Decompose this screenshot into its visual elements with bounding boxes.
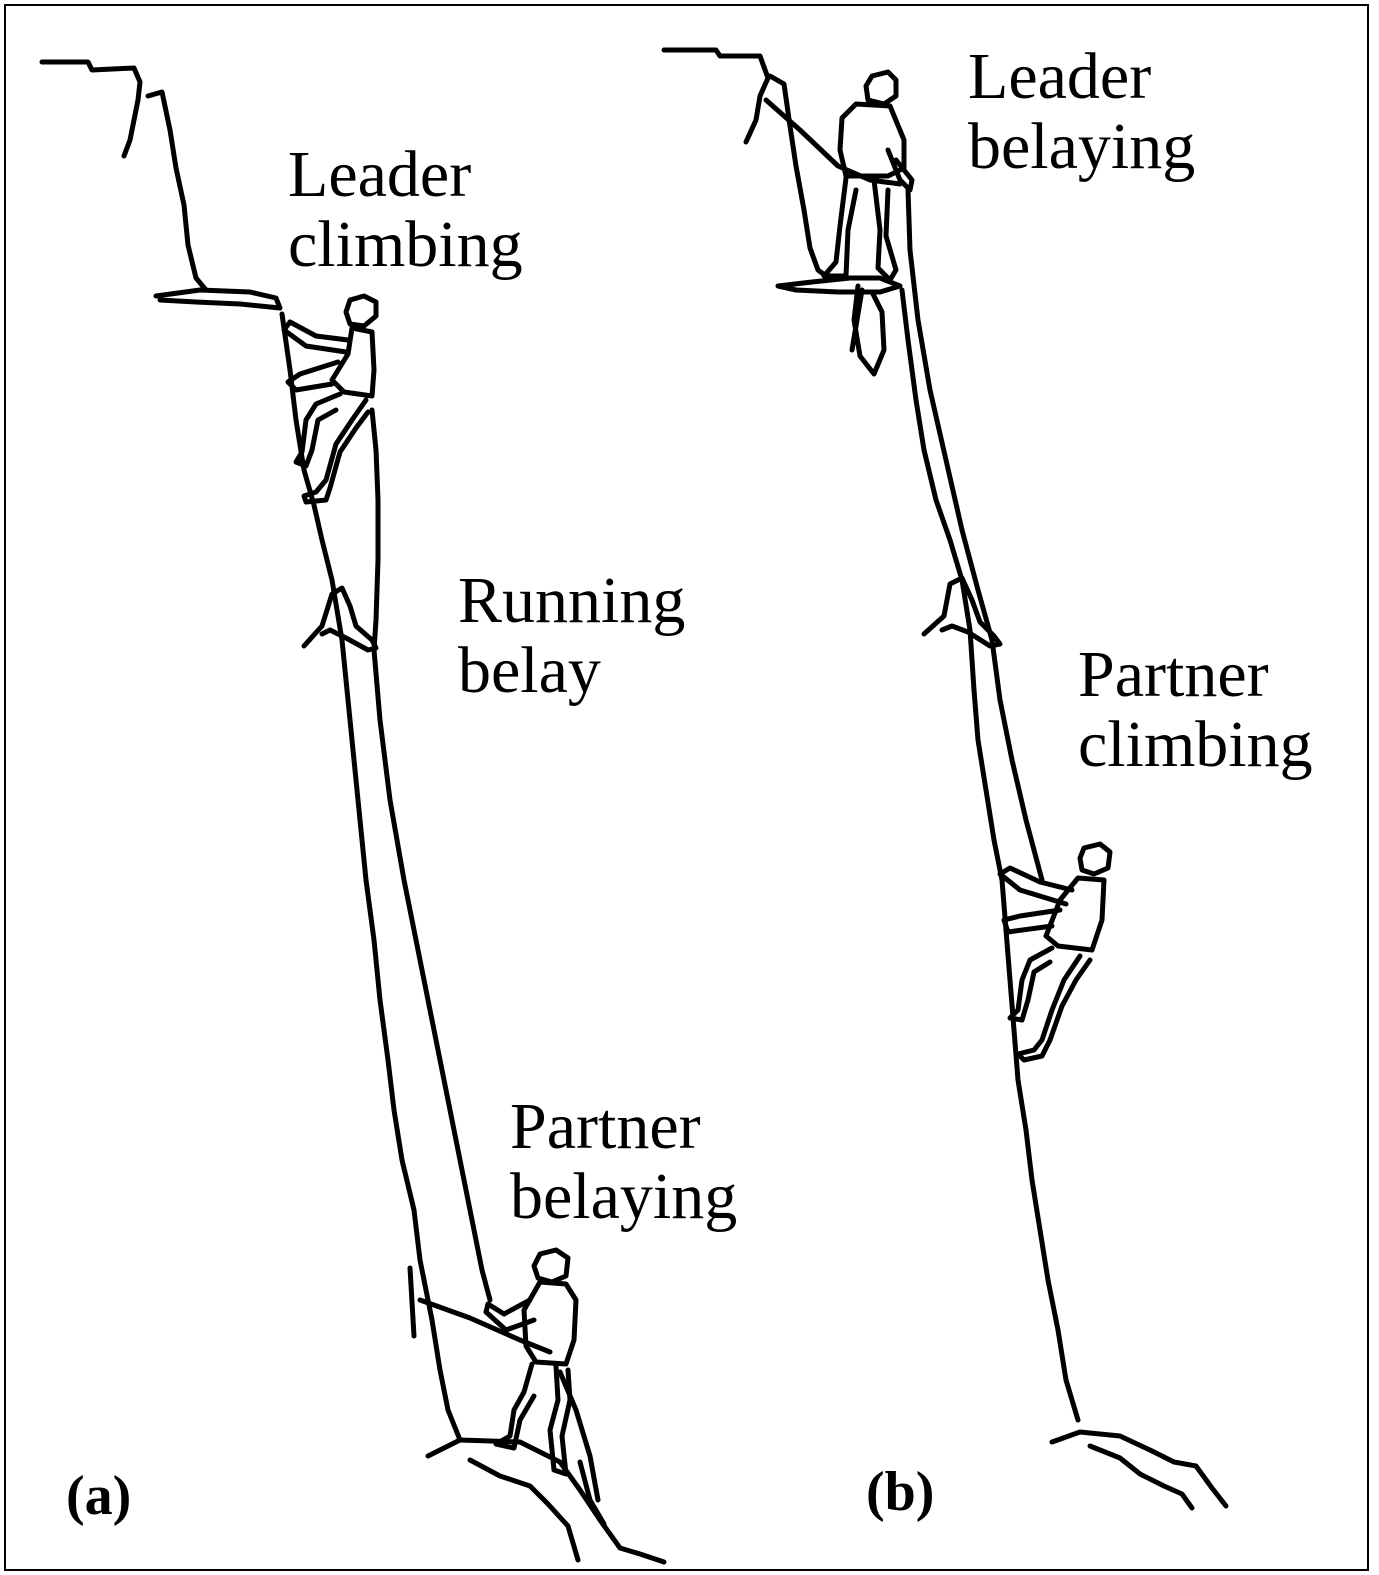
leader-a-arm	[284, 322, 348, 352]
panel-b-cliff-top	[664, 50, 768, 142]
label-running-belay: Running belay	[458, 566, 685, 706]
label-leader-belaying: Leader belaying	[968, 42, 1195, 182]
leader-climbing-figure	[284, 296, 376, 502]
leader-a-arm-2	[288, 362, 338, 390]
label-partner-climbing-line2: climbing	[1078, 710, 1313, 780]
panel-a-rope-lower	[374, 650, 490, 1300]
partner-b-head	[1080, 844, 1110, 874]
panel-a-rope-upper	[372, 410, 378, 650]
panel-b-ground-2	[1090, 1446, 1192, 1508]
partner-a-leg-1	[496, 1364, 534, 1448]
partner-belaying-figure	[410, 1250, 598, 1500]
partner-b-leg-1	[1010, 948, 1052, 1020]
partner-a-anchor-peg	[410, 1268, 414, 1336]
panel-a-drawing	[42, 62, 664, 1562]
panel-a-cliff-top	[42, 62, 140, 156]
label-leader-belaying-line1: Leader	[968, 42, 1195, 112]
label-partner-belaying-line1: Partner	[510, 1092, 737, 1162]
label-partner-climbing: Partner climbing	[1078, 640, 1313, 780]
panel-b-cliff-face-upper	[770, 76, 826, 276]
partner-a-rope-tail	[560, 1372, 598, 1500]
panel-a-ledge	[156, 290, 280, 308]
label-leader-belaying-line2: belaying	[968, 112, 1195, 182]
leader-a-head	[346, 296, 376, 326]
panel-a-tag: (a)	[66, 1464, 131, 1528]
panel-b-cliff-face-lower	[902, 290, 1078, 1420]
panel-b-ground	[1052, 1432, 1226, 1506]
label-leader-climbing: Leader climbing	[288, 140, 523, 280]
leader-b-leg-2	[874, 180, 896, 280]
panel-b-rope-lower	[992, 640, 1042, 880]
label-leader-climbing-line1: Leader	[288, 140, 523, 210]
partner-b-leg-2	[1018, 956, 1090, 1060]
partner-a-head	[534, 1250, 568, 1282]
panel-b-tag: (b)	[866, 1460, 934, 1524]
label-partner-belaying: Partner belaying	[510, 1092, 737, 1232]
leader-b-head	[866, 72, 896, 104]
label-partner-climbing-line1: Partner	[1078, 640, 1313, 710]
label-running-belay-line1: Running	[458, 566, 685, 636]
partner-b-torso	[1046, 878, 1104, 950]
leader-b-leg-1	[824, 178, 856, 276]
partner-climbing-figure	[1000, 844, 1110, 1060]
label-partner-belaying-line2: belaying	[510, 1162, 737, 1232]
label-leader-climbing-line2: climbing	[288, 210, 523, 280]
panel-a-cliff-face-upper	[148, 92, 206, 290]
panel-b-ledge	[778, 278, 900, 292]
panel-a-cliff-face-lower	[282, 314, 460, 1440]
label-running-belay-line2: belay	[458, 636, 685, 706]
